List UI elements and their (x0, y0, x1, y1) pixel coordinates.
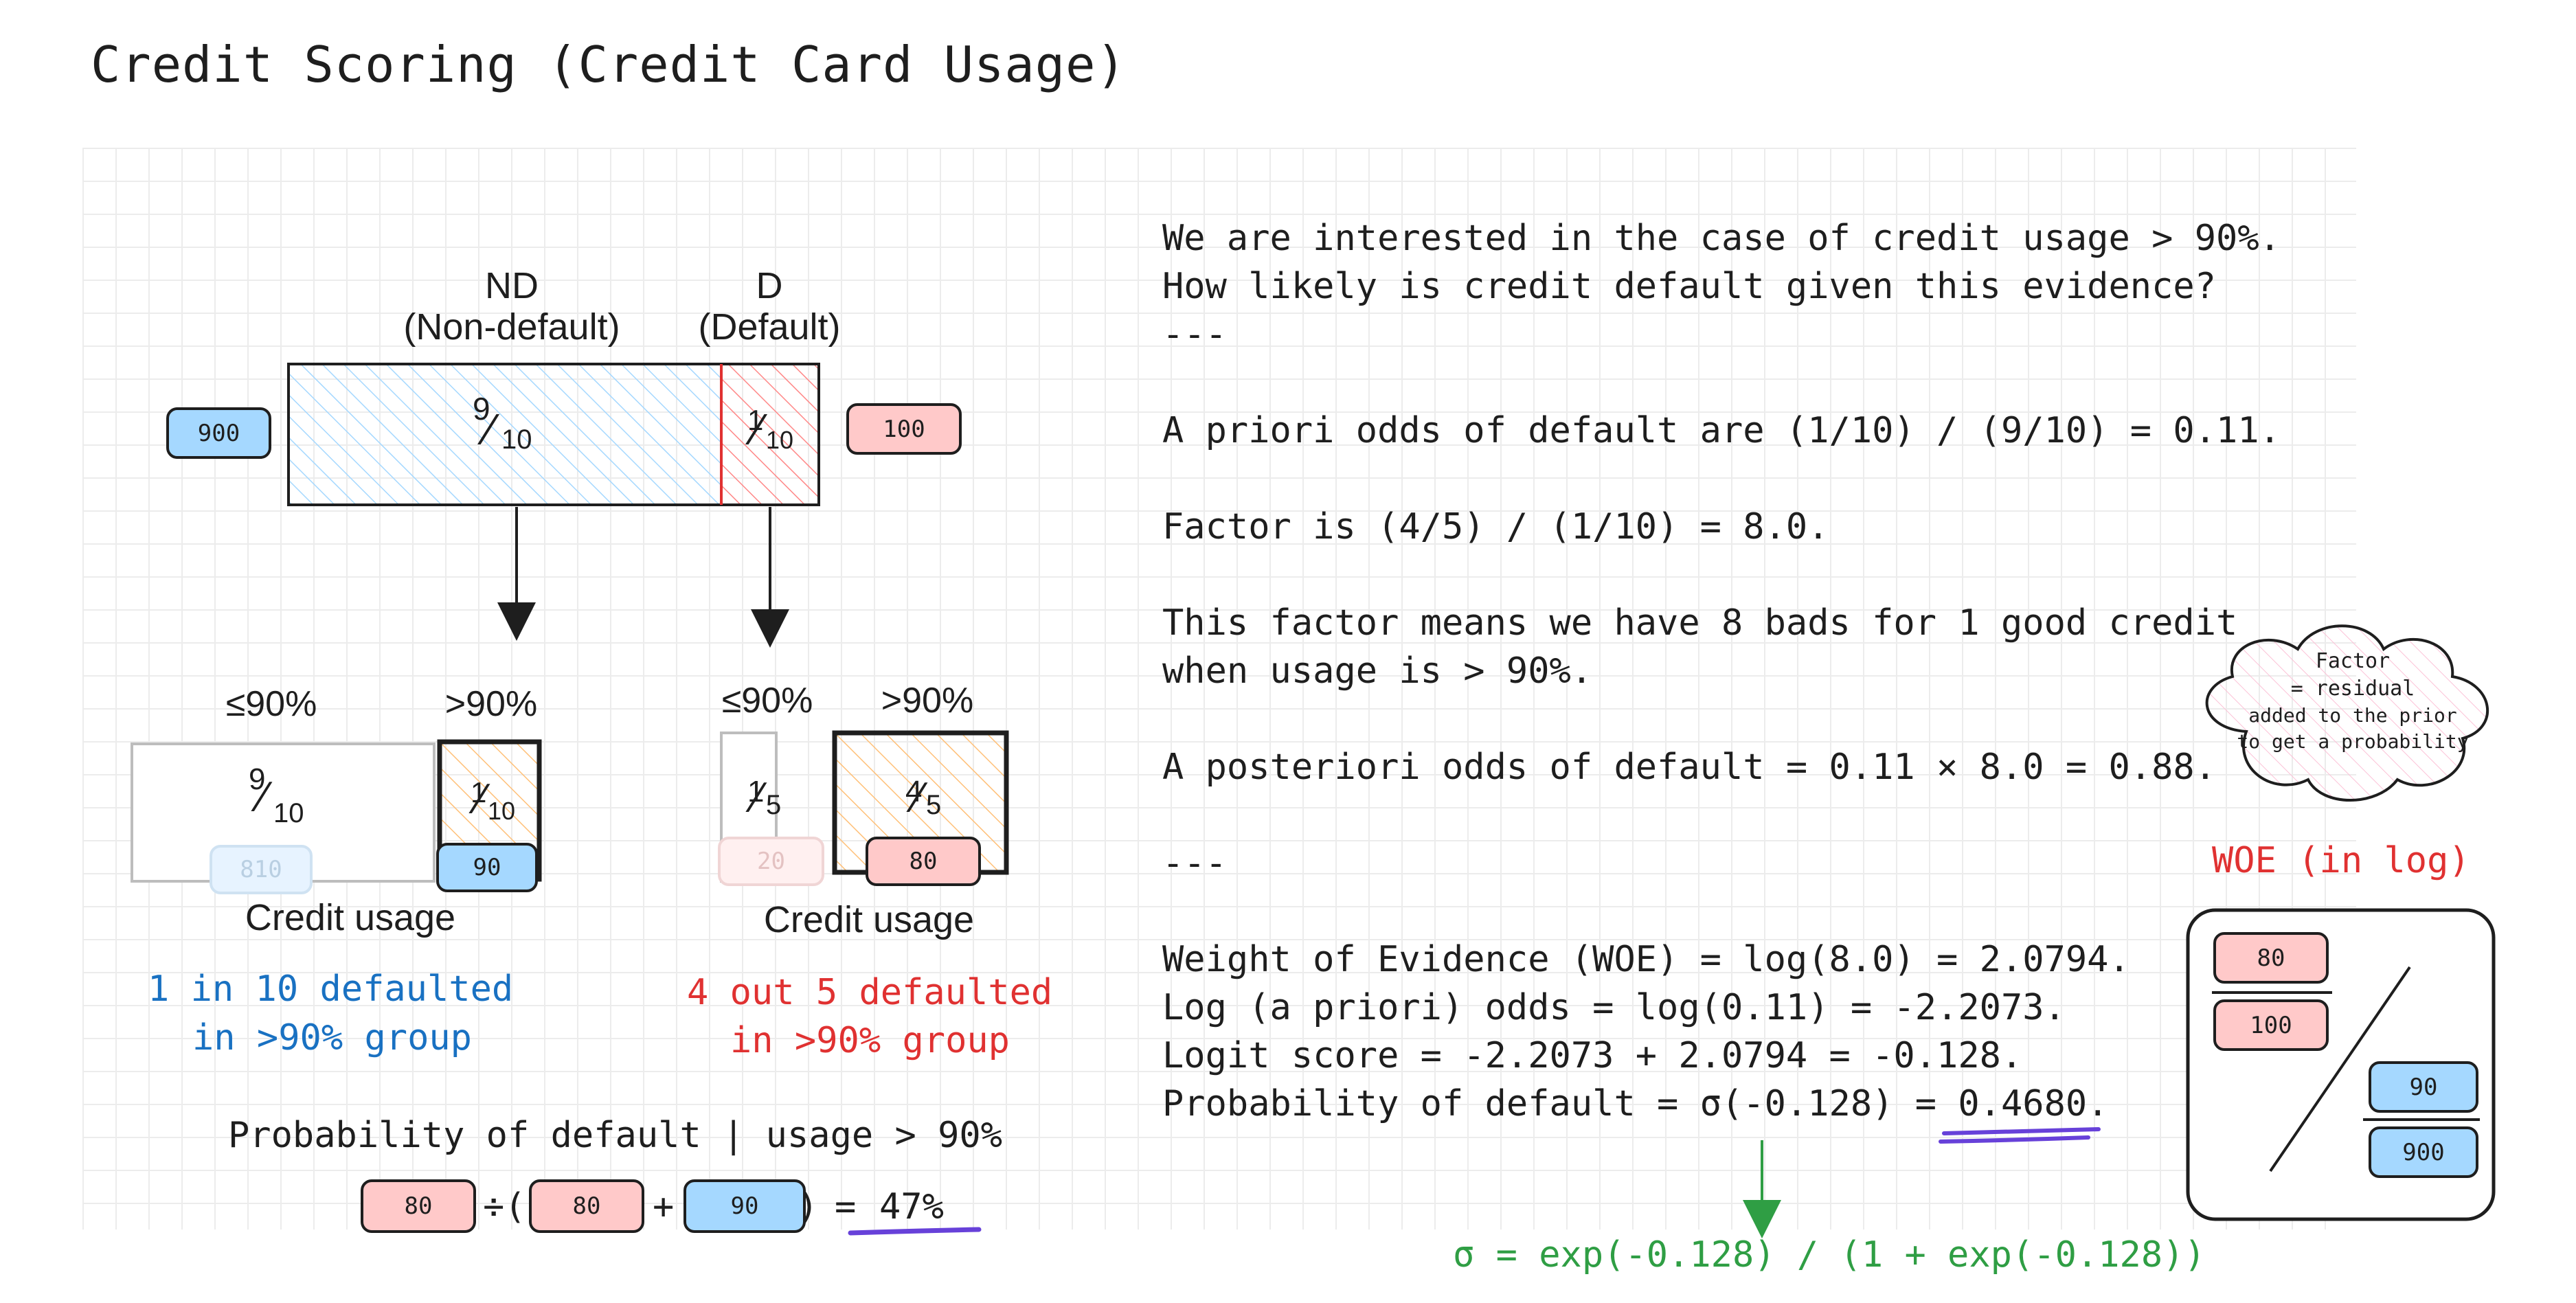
prob-chip-80a: 80 (361, 1179, 476, 1233)
d-fraction-slash: ⁄ (754, 405, 762, 454)
underline-0468b (1939, 1135, 2090, 1144)
nd-fraction-num: 9 (473, 391, 490, 427)
nd-rect (287, 363, 723, 506)
right-col2-count-chip: 80 (866, 837, 981, 886)
left-col2-frac-den: 10 (488, 797, 516, 825)
explanation-line-1: We are interested in the case of credit … (1162, 218, 2281, 259)
d-label: D (756, 265, 783, 306)
woe-diagonal (2269, 966, 2411, 1172)
explanation-line-11: Probability of default = σ(-0.128) = 0.4… (1162, 1083, 2109, 1124)
woe-title: WOE (in log) (2212, 840, 2470, 881)
nd-sub-label: (Non-default) (403, 306, 620, 348)
left-col2-frac-num: 1 (471, 776, 487, 808)
left-col2-count-chip: 90 (436, 843, 538, 892)
d-sub-label: (Default) (698, 306, 841, 348)
left-col1-frac-slash: ⁄ (260, 773, 267, 821)
explanation-separator-2: --- (1162, 843, 1227, 884)
prob-close: ) (797, 1186, 819, 1227)
nd-count-chip: 900 (166, 407, 271, 459)
left-col2-frac-slash: ⁄ (477, 775, 485, 823)
right-col1-count-chip: 20 (718, 837, 824, 886)
page-title: Credit Scoring (Credit Card Usage) (91, 36, 1127, 93)
underline-47 (848, 1227, 982, 1236)
nd-label: ND (485, 265, 539, 306)
left-note-line2: in >90% group (192, 1017, 472, 1058)
right-col2-frac-slash: ⁄ (915, 774, 923, 822)
right-col2-label: >90% (881, 681, 974, 721)
cloud-shape (2205, 624, 2489, 802)
woe-chip-90: 90 (2369, 1061, 2478, 1113)
prob-plus: + (653, 1186, 675, 1227)
explanation-line-6: when usage is > 90%. (1162, 650, 1593, 692)
explanation-line-10: Logit score = -2.2073 + 2.0794 = -0.128. (1162, 1035, 2023, 1076)
probability-label: Probability of default | usage > 90% (228, 1115, 1003, 1156)
right-col2-frac-den: 5 (926, 790, 942, 820)
cloud-line2: = residual (2290, 677, 2415, 701)
explanation-line-2: How likely is credit default given this … (1162, 266, 2217, 307)
cloud-line1: Factor (2315, 649, 2391, 673)
woe-chip-900: 900 (2369, 1126, 2478, 1178)
woe-chip-80: 80 (2213, 932, 2329, 984)
prob-div: ÷( (483, 1186, 526, 1227)
explanation-line-8: Weight of Evidence (WOE) = log(8.0) = 2.… (1162, 939, 2130, 980)
right-col1-frac-den: 5 (766, 790, 782, 820)
right-col2-frac-num: 4 (905, 775, 923, 808)
background-grid (82, 148, 2356, 1230)
left-col1-count-chip: 810 (210, 845, 313, 894)
right-note-line2: in >90% group (730, 1020, 1010, 1061)
left-col1-label: ≤90% (225, 684, 317, 724)
left-caption: Credit usage (245, 897, 456, 938)
right-note-line1: 4 out 5 defaulted (687, 972, 1053, 1013)
cloud-line3: added to the prior (2248, 704, 2457, 727)
explanation-separator-1: --- (1162, 314, 1227, 355)
right-col1-frac-num: 1 (747, 775, 765, 808)
left-col2-label: >90% (444, 684, 538, 724)
underline-0468a (1942, 1127, 2101, 1135)
explanation-line-4: Factor is (4/5) / (1/10) = 8.0. (1162, 506, 1829, 547)
nd-fraction-slash: ⁄ (486, 405, 494, 454)
sigma-formula: σ = exp(-0.128) / (1 + exp(-0.128)) (1453, 1234, 2206, 1276)
right-caption: Credit usage (763, 899, 975, 940)
d-count-chip: 100 (846, 403, 962, 455)
prob-chip-90: 90 (683, 1179, 806, 1233)
explanation-line-7: A posteriori odds of default = 0.11 × 8.… (1162, 747, 2217, 788)
prob-chip-80b: 80 (529, 1179, 644, 1233)
nd-fraction-den: 10 (501, 424, 532, 455)
right-col1-label: ≤90% (721, 681, 813, 721)
prob-equals: = (835, 1186, 857, 1227)
left-note-line1: 1 in 10 defaulted (148, 968, 514, 1010)
prob-result: 47% (879, 1186, 944, 1227)
d-fraction-den: 10 (766, 426, 794, 454)
explanation-line-3: A priori odds of default are (1/10) / (9… (1162, 410, 2281, 451)
explanation-line-9: Log (a priori) odds = log(0.11) = -2.207… (1162, 987, 2066, 1028)
cloud-line4: to get a probability (2237, 730, 2469, 753)
left-col1-frac-num: 9 (249, 762, 266, 796)
woe-chip-100: 100 (2213, 999, 2329, 1051)
d-fraction-num: 1 (747, 404, 764, 436)
right-col1-frac-slash: ⁄ (754, 774, 762, 822)
left-col1-frac-den: 10 (273, 798, 304, 828)
explanation-line-5: This factor means we have 8 bads for 1 g… (1162, 602, 2238, 644)
